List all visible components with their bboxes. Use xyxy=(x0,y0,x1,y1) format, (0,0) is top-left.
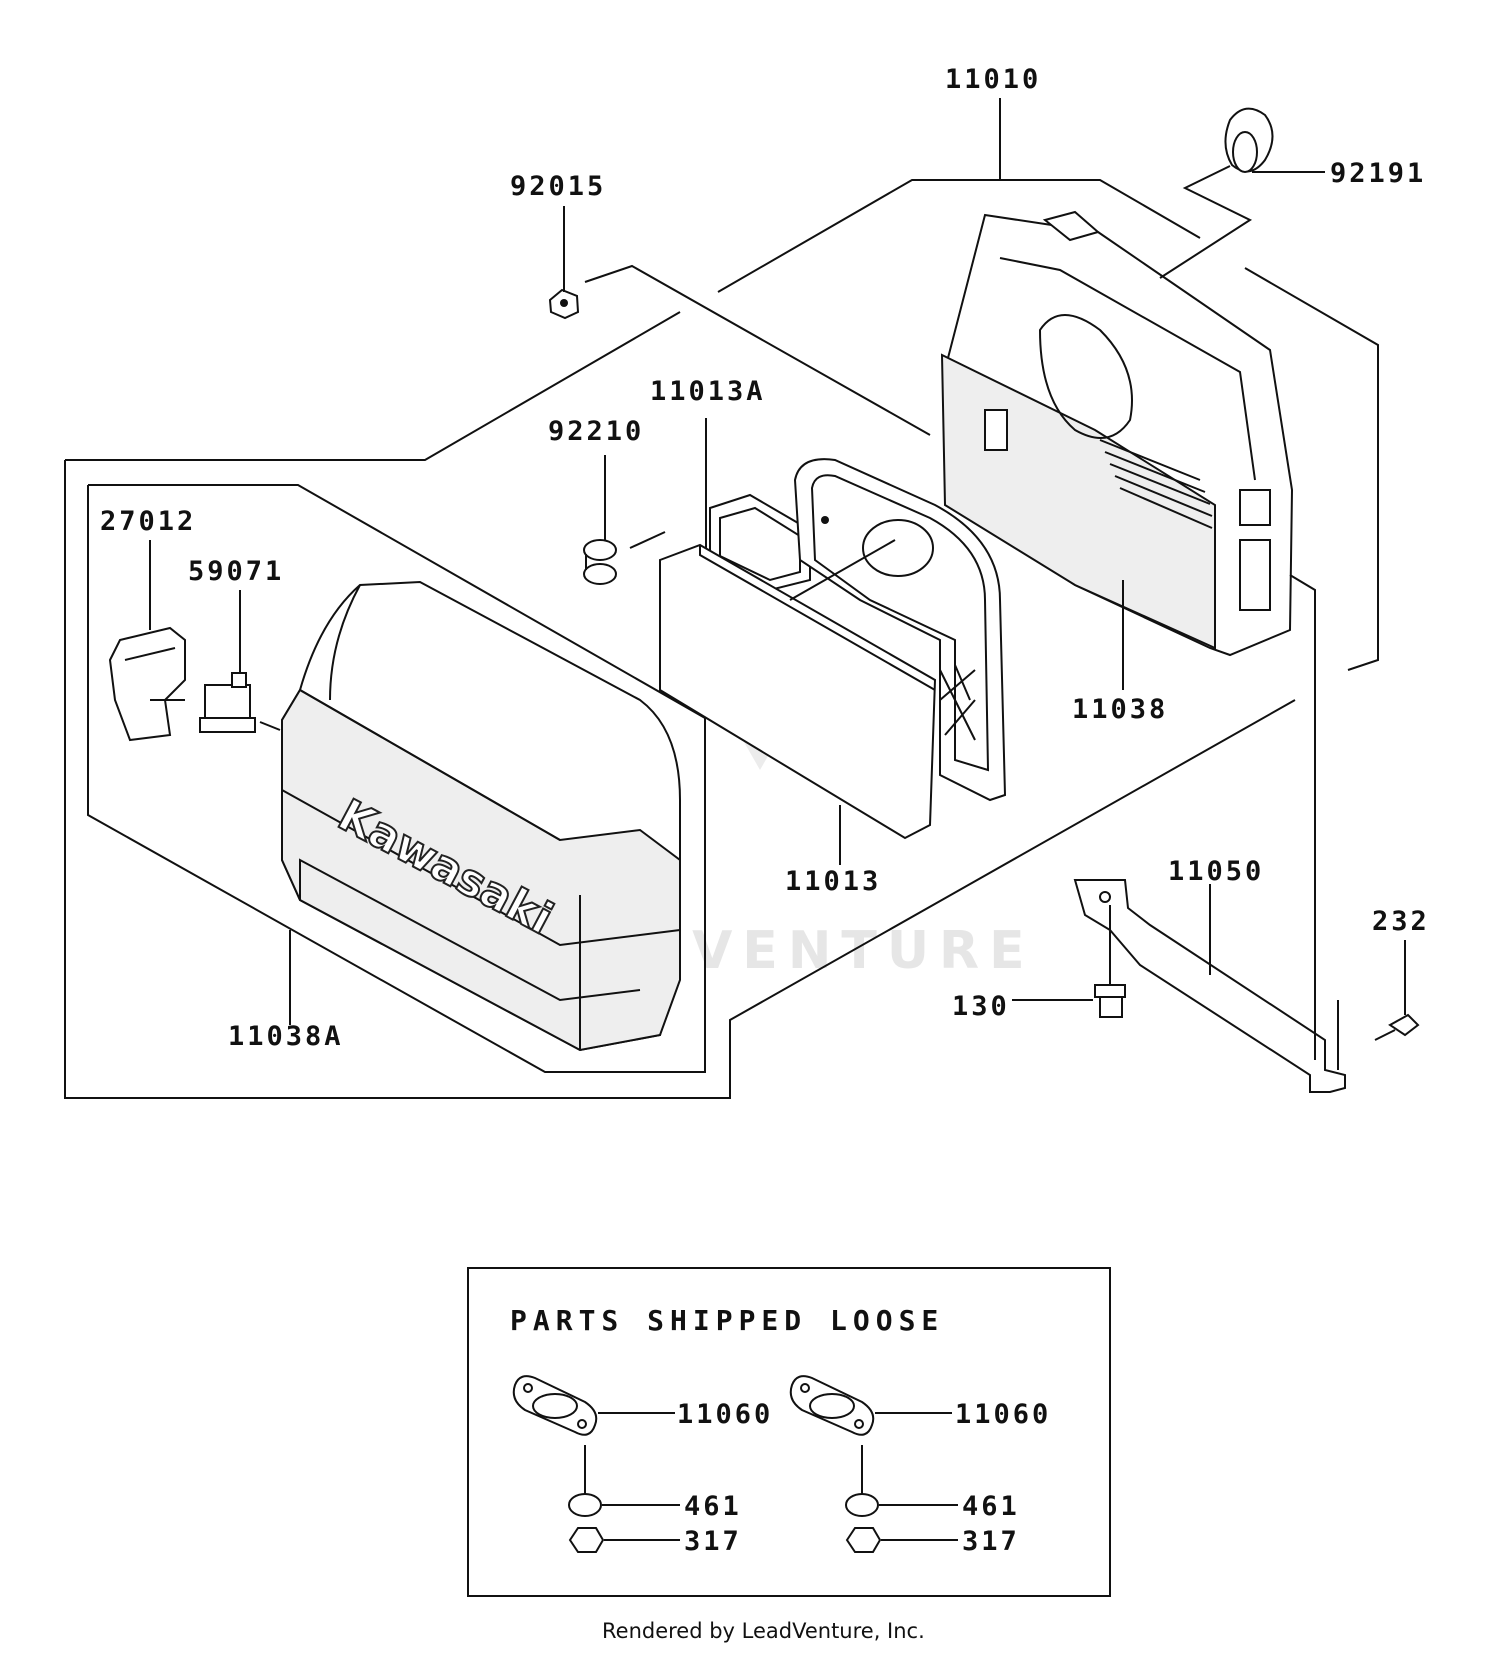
label-11050: 11050 xyxy=(1168,856,1264,887)
bolt-130 xyxy=(1094,984,1126,1018)
loose-right-gasket-label: 11060 xyxy=(955,1399,1051,1430)
label-11038: 11038 xyxy=(1072,694,1168,725)
label-11038A: 11038A xyxy=(228,1021,344,1052)
label-232: 232 xyxy=(1372,906,1430,937)
loose-box-title: PARTS SHIPPED LOOSE xyxy=(510,1304,944,1337)
air-cleaner-cover: Kawasaki xyxy=(281,580,681,1052)
loose-left-washer-label: 461 xyxy=(684,1491,742,1522)
foam-element xyxy=(659,543,937,840)
label-11013A: 11013A xyxy=(650,376,766,407)
loose-set-left: 11060 461 317 xyxy=(512,1375,773,1557)
loose-left-gasket-label: 11060 xyxy=(677,1399,773,1430)
label-11013: 11013 xyxy=(785,866,881,897)
screw-232 xyxy=(1374,1013,1420,1041)
base-group-outline xyxy=(717,179,1201,293)
label-92210: 92210 xyxy=(548,416,644,447)
air-filter-element xyxy=(793,458,1007,802)
loose-left-nut-label: 317 xyxy=(684,1526,742,1557)
cover-inner-outline xyxy=(87,484,706,1073)
parts-shipped-loose-box: PARTS SHIPPED LOOSE 11060 461 317 xyxy=(467,1267,1111,1597)
loose-right-nut-label: 317 xyxy=(962,1526,1020,1557)
label-59071: 59071 xyxy=(188,556,284,587)
clip-27012 xyxy=(108,626,186,742)
cover-group-outline xyxy=(64,460,1296,1099)
label-27012: 27012 xyxy=(100,506,196,537)
nut-92015 xyxy=(548,288,580,320)
label-92191: 92191 xyxy=(1330,158,1426,189)
latch-59071 xyxy=(199,672,256,733)
hose-clamp xyxy=(1224,107,1274,173)
grommet-92210 xyxy=(583,539,617,585)
air-cleaner-base xyxy=(940,210,1294,657)
footer-credit: Rendered by LeadVenture, Inc. xyxy=(602,1619,925,1643)
label-11010: 11010 xyxy=(945,64,1041,95)
label-92015: 92015 xyxy=(510,171,606,202)
loose-set-right: 11060 461 317 xyxy=(789,1375,1051,1557)
bracket-11050 xyxy=(1073,879,1346,1093)
loose-right-washer-label: 461 xyxy=(962,1491,1020,1522)
label-130: 130 xyxy=(952,991,1010,1022)
